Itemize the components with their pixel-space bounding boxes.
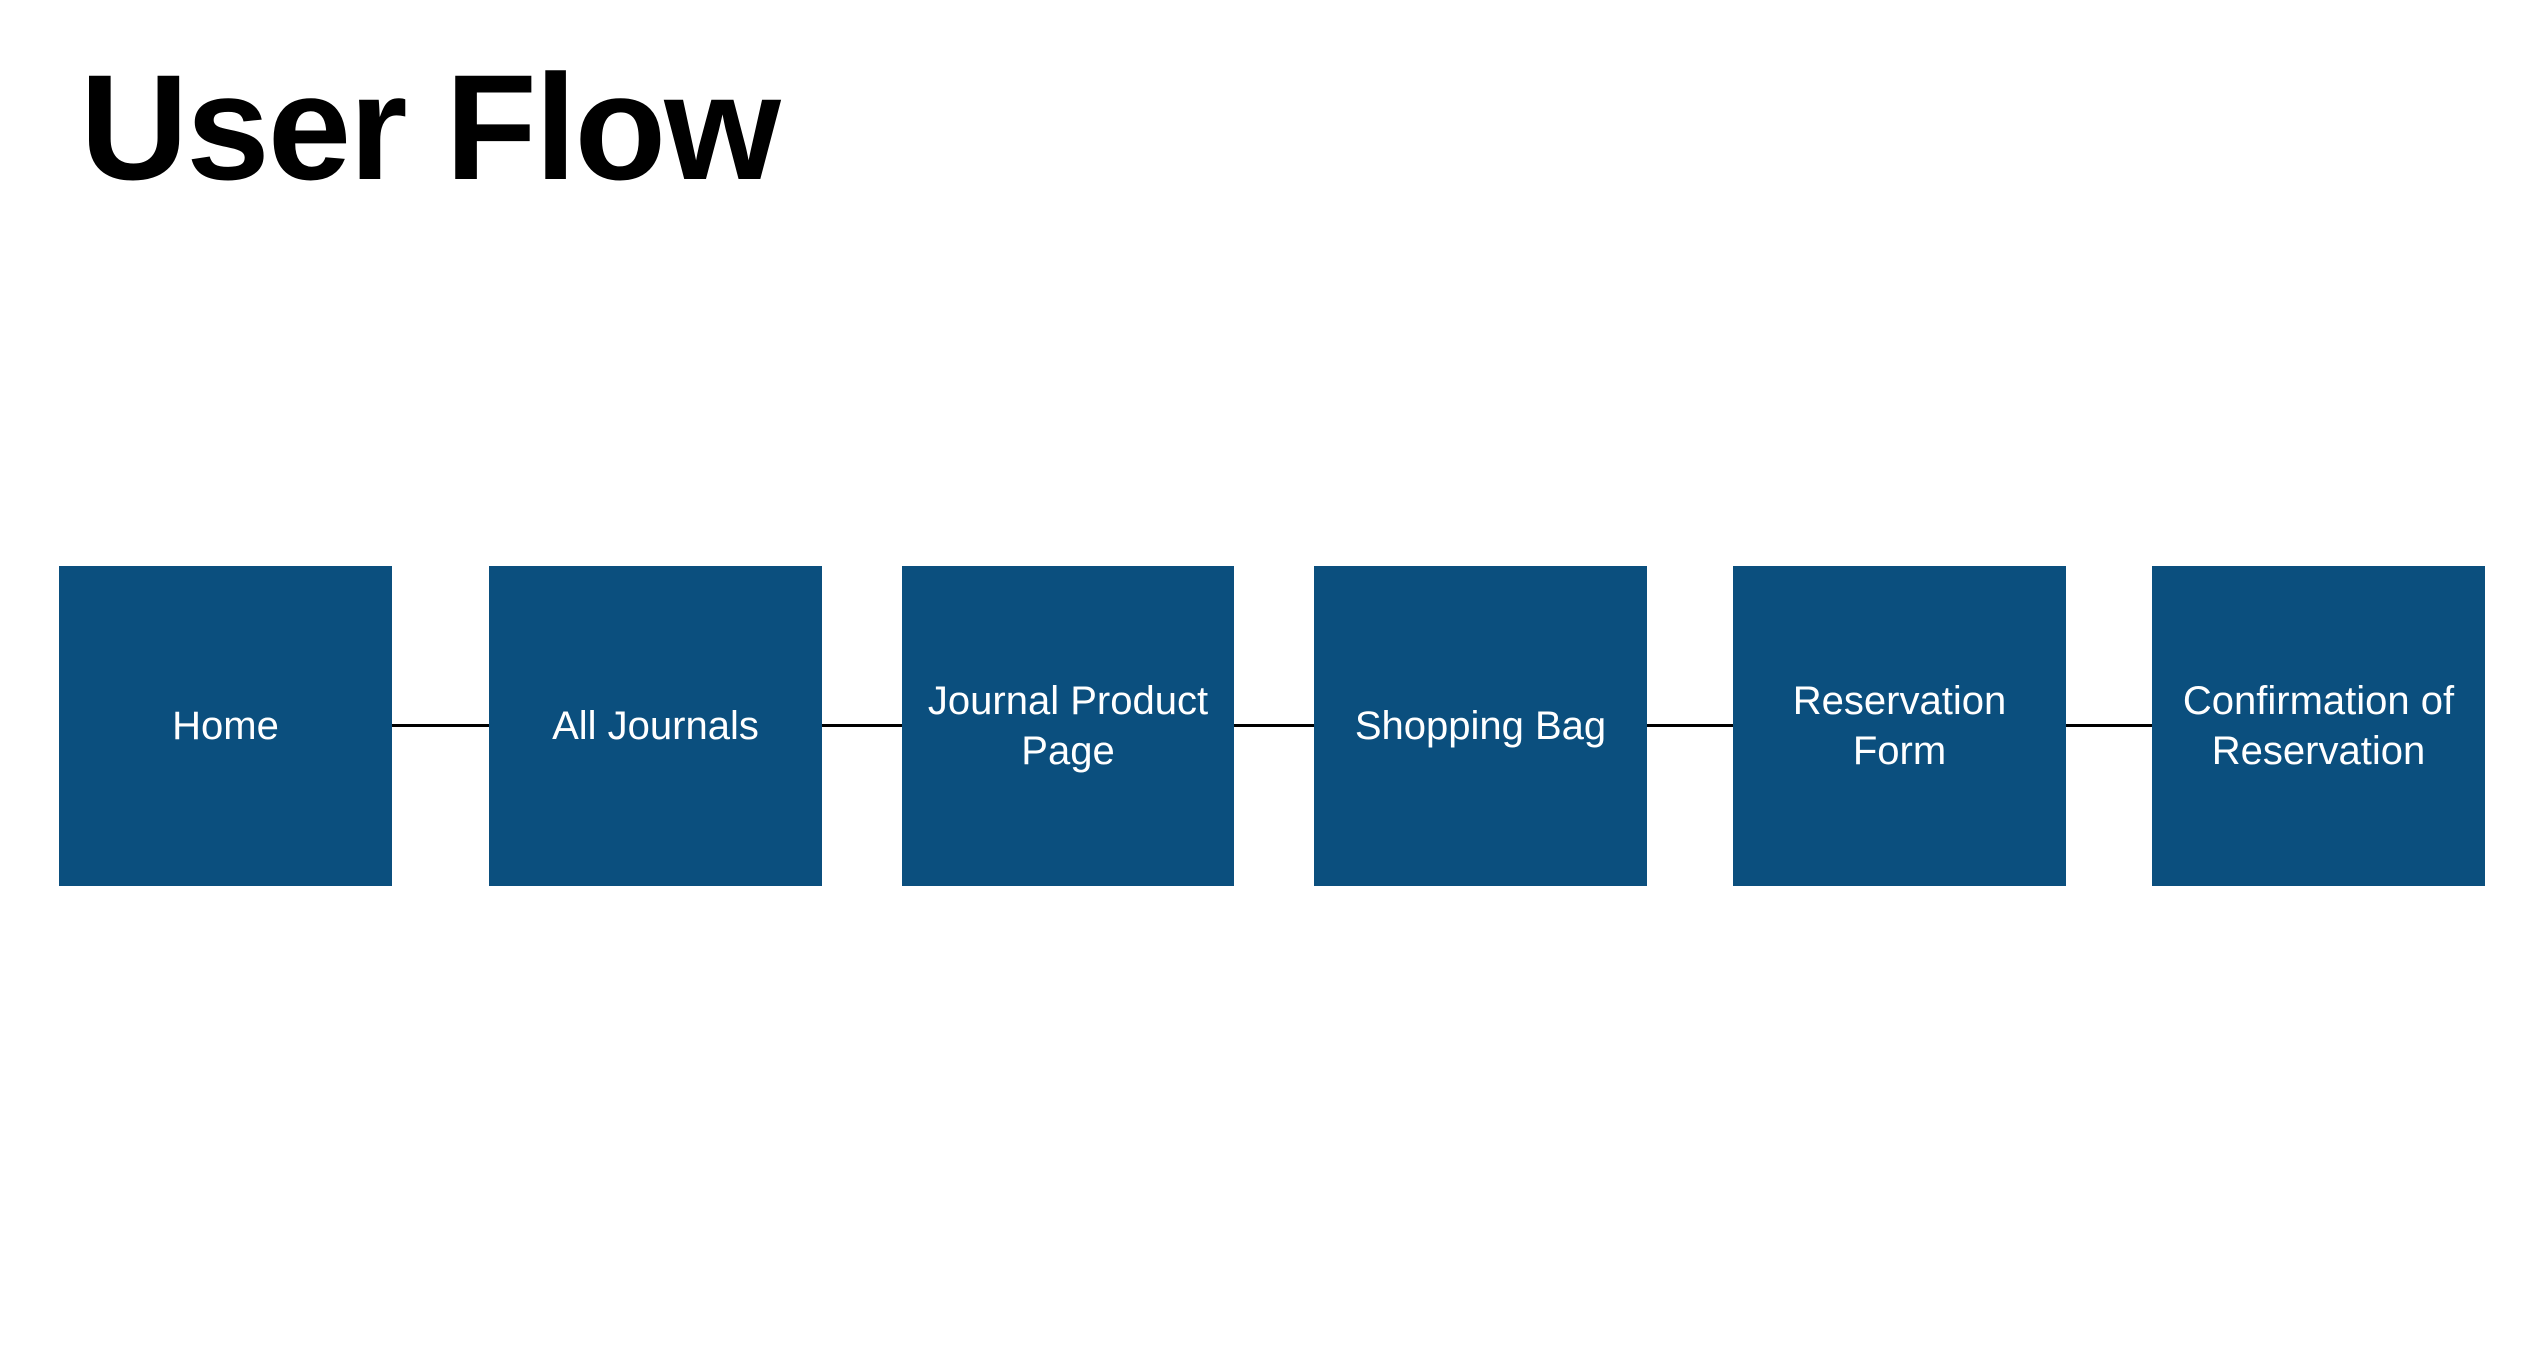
connector-product-page-to-shopping-bag bbox=[1234, 724, 1314, 727]
flow-node-label: Shopping Bag bbox=[1354, 704, 1607, 748]
connector-shopping-bag-to-reservation-form bbox=[1647, 724, 1733, 727]
flow-node-label: Confirmation of Reservation bbox=[2182, 679, 2455, 773]
flow-node-shopping-bag: Shopping Bag bbox=[1314, 566, 1647, 886]
flow-node-all-journals: All Journals bbox=[489, 566, 822, 886]
flow-node-journal-product-page: Journal Product Page bbox=[902, 566, 1234, 886]
flow-node-home: Home bbox=[59, 566, 392, 886]
flow-node-label: Reservation Form bbox=[1792, 679, 2007, 773]
page-title: User Flow bbox=[80, 43, 781, 211]
connector-home-to-all-journals bbox=[392, 724, 489, 727]
flow-node-confirmation-of-reservation: Confirmation of Reservation bbox=[2152, 566, 2485, 886]
flow-node-label: Home bbox=[172, 704, 279, 748]
flow-node-label: Journal Product Page bbox=[927, 679, 1209, 773]
flow-node-label: All Journals bbox=[552, 704, 759, 748]
connector-all-journals-to-product-page bbox=[822, 724, 902, 727]
connector-reservation-form-to-confirmation bbox=[2066, 724, 2152, 727]
flow-node-reservation-form: Reservation Form bbox=[1733, 566, 2066, 886]
